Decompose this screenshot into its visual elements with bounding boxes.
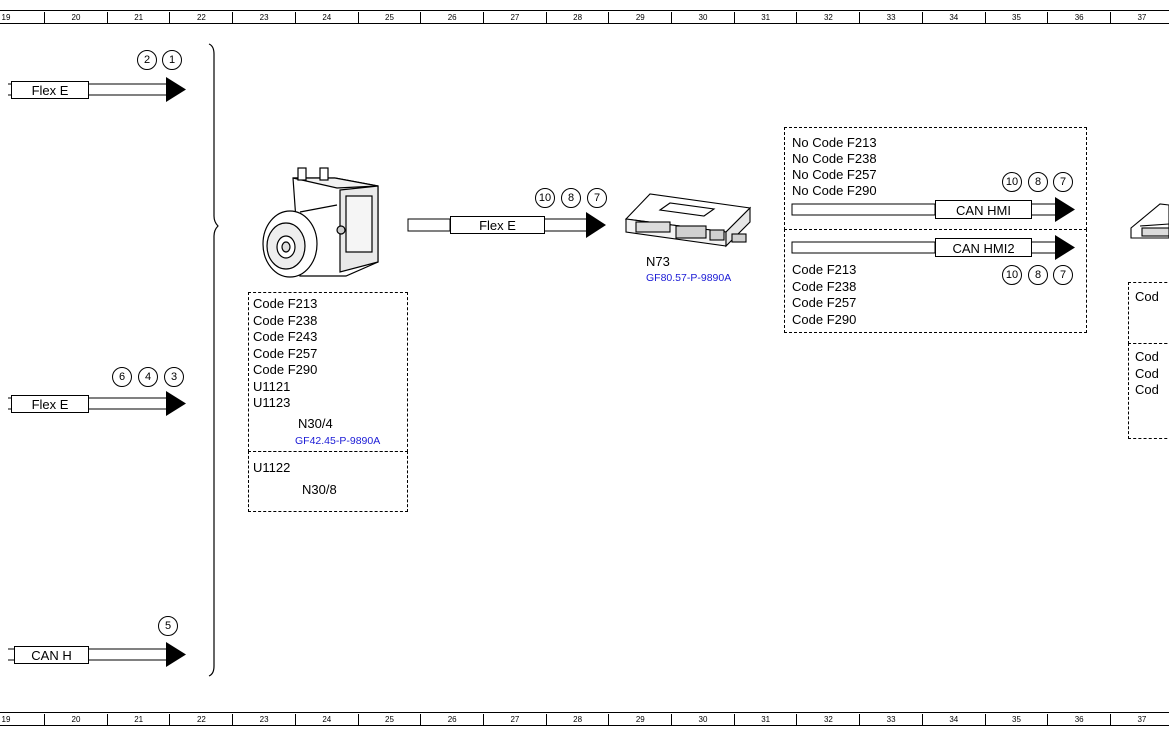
ruler-cell: 20 — [44, 714, 107, 725]
ruler-cell: 34 — [921, 12, 985, 23]
middle-arrow — [407, 212, 606, 238]
code-item: U1121 — [253, 378, 291, 394]
reference-circle: 10 — [535, 188, 555, 208]
code-item: No Code F290 — [792, 183, 877, 198]
code-item: Code F238 — [792, 278, 857, 294]
code-item: Code F290 — [253, 362, 318, 377]
far-right-code-box — [1128, 343, 1169, 439]
ruler-cell: 21 — [106, 12, 170, 23]
signal-label: CAN H — [14, 646, 89, 664]
ruler-cell: 20 — [44, 12, 107, 23]
ruler-cell: 35 — [984, 714, 1048, 725]
reference-circle: 10 — [1002, 172, 1022, 192]
group-brace — [208, 43, 219, 677]
ruler-cell: 36 — [1047, 714, 1110, 725]
ruler-cell: 33 — [859, 714, 922, 725]
code-item: No Code F213 — [792, 135, 877, 150]
reference-link-n30-4[interactable]: GF42.45-P-9890A — [295, 435, 381, 447]
ruler-cell: 30 — [671, 12, 734, 23]
code-item: U1123 — [253, 395, 291, 410]
ruler-cell: 34 — [921, 714, 985, 725]
ruler-cell: 25 — [357, 714, 421, 725]
code-item: No Code F257 — [792, 167, 877, 182]
code-item: Cod — [1135, 289, 1159, 304]
code-item: U1122 — [253, 460, 291, 475]
reference-circle: 4 — [138, 367, 158, 387]
ruler-cell: 32 — [796, 714, 859, 725]
ruler-cell: 31 — [733, 714, 797, 725]
ruler-cell: 37 — [1109, 714, 1169, 725]
ruler-cell: 19 — [0, 12, 37, 23]
ruler-cell: 36 — [1047, 12, 1110, 23]
ruler-cell: 23 — [232, 12, 295, 23]
ruler-cell: 27 — [482, 714, 546, 725]
abs-unit-drawing — [262, 167, 379, 278]
code-item: Cod — [1135, 349, 1159, 364]
ruler-cell: 26 — [420, 714, 483, 725]
ruler-cell: 29 — [608, 714, 671, 725]
ruler-cell: 28 — [545, 12, 609, 23]
ruler-cell: 30 — [671, 714, 734, 725]
reference-circle: 1 — [162, 50, 182, 70]
reference-circle: 8 — [1028, 265, 1048, 285]
code-item: Code F257 — [253, 345, 318, 361]
code-item: Code F238 — [253, 312, 318, 328]
ruler-cell: 22 — [169, 12, 232, 23]
ruler-cell: 25 — [357, 12, 421, 23]
reference-circle: 6 — [112, 367, 132, 387]
signal-label: Flex E — [450, 216, 545, 234]
ruler-cell: 31 — [733, 12, 797, 23]
code-item: Code F290 — [792, 311, 857, 327]
ruler-cell: 27 — [482, 12, 546, 23]
code-item: Code F213 — [792, 262, 857, 277]
reference-circle: 3 — [164, 367, 184, 387]
code-item: Code F243 — [253, 329, 318, 344]
component-name-n30-4: N30/4 — [298, 416, 333, 431]
reference-circle: 8 — [1028, 172, 1048, 192]
ruler-cell: 24 — [294, 12, 358, 23]
signal-label: Flex E — [11, 395, 89, 413]
reference-link-n73[interactable]: GF80.57-P-9890A — [646, 272, 732, 284]
ruler-cell: 19 — [0, 714, 37, 725]
ruler-cell: 22 — [169, 714, 232, 725]
ruler-cell: 24 — [294, 714, 358, 725]
ruler-cell: 35 — [984, 12, 1048, 23]
ruler-cell: 28 — [545, 714, 609, 725]
code-box — [784, 229, 1087, 333]
code-list-far-right: Cod Cod Cod — [1135, 349, 1159, 399]
signal-label: Flex E — [11, 81, 89, 99]
code-item: No Code F238 — [792, 151, 877, 166]
n73-module-drawing — [624, 193, 752, 248]
code-item: Cod — [1135, 365, 1159, 381]
code-list-code: Code F213 Code F238 Code F257 Code F290 — [792, 262, 856, 328]
reference-circle: 5 — [158, 616, 178, 636]
code-list-n30-4: Code F213 Code F238 Code F243 Code F257 … — [253, 296, 317, 412]
code-item: Code F213 — [253, 296, 318, 311]
reference-circle: 7 — [1053, 172, 1073, 192]
ruler-cell: 37 — [1109, 12, 1169, 23]
ruler-cell: 23 — [232, 714, 295, 725]
reference-circle: 7 — [1053, 265, 1073, 285]
reference-circle: 7 — [587, 188, 607, 208]
code-item: Code F257 — [792, 295, 857, 310]
code-item: Cod — [1135, 382, 1159, 397]
ruler-cell: 26 — [420, 12, 483, 23]
ruler-cell: 33 — [859, 12, 922, 23]
signal-label: CAN HMI — [935, 200, 1032, 219]
reference-circle: 8 — [561, 188, 581, 208]
reference-circle: 10 — [1002, 265, 1022, 285]
component-name-n30-8: N30/8 — [302, 482, 337, 497]
n30-8-code-box — [248, 451, 408, 512]
reference-circle: 2 — [137, 50, 157, 70]
far-right-module-drawing — [1130, 203, 1169, 239]
component-name-n73: N73 — [646, 254, 670, 269]
ruler-cell: 21 — [106, 714, 170, 725]
code-list-no-code: No Code F213 No Code F238 No Code F257 N… — [792, 135, 877, 199]
signal-label: CAN HMI2 — [935, 238, 1032, 257]
ruler-cell: 29 — [608, 12, 671, 23]
ruler-cell: 32 — [796, 12, 859, 23]
